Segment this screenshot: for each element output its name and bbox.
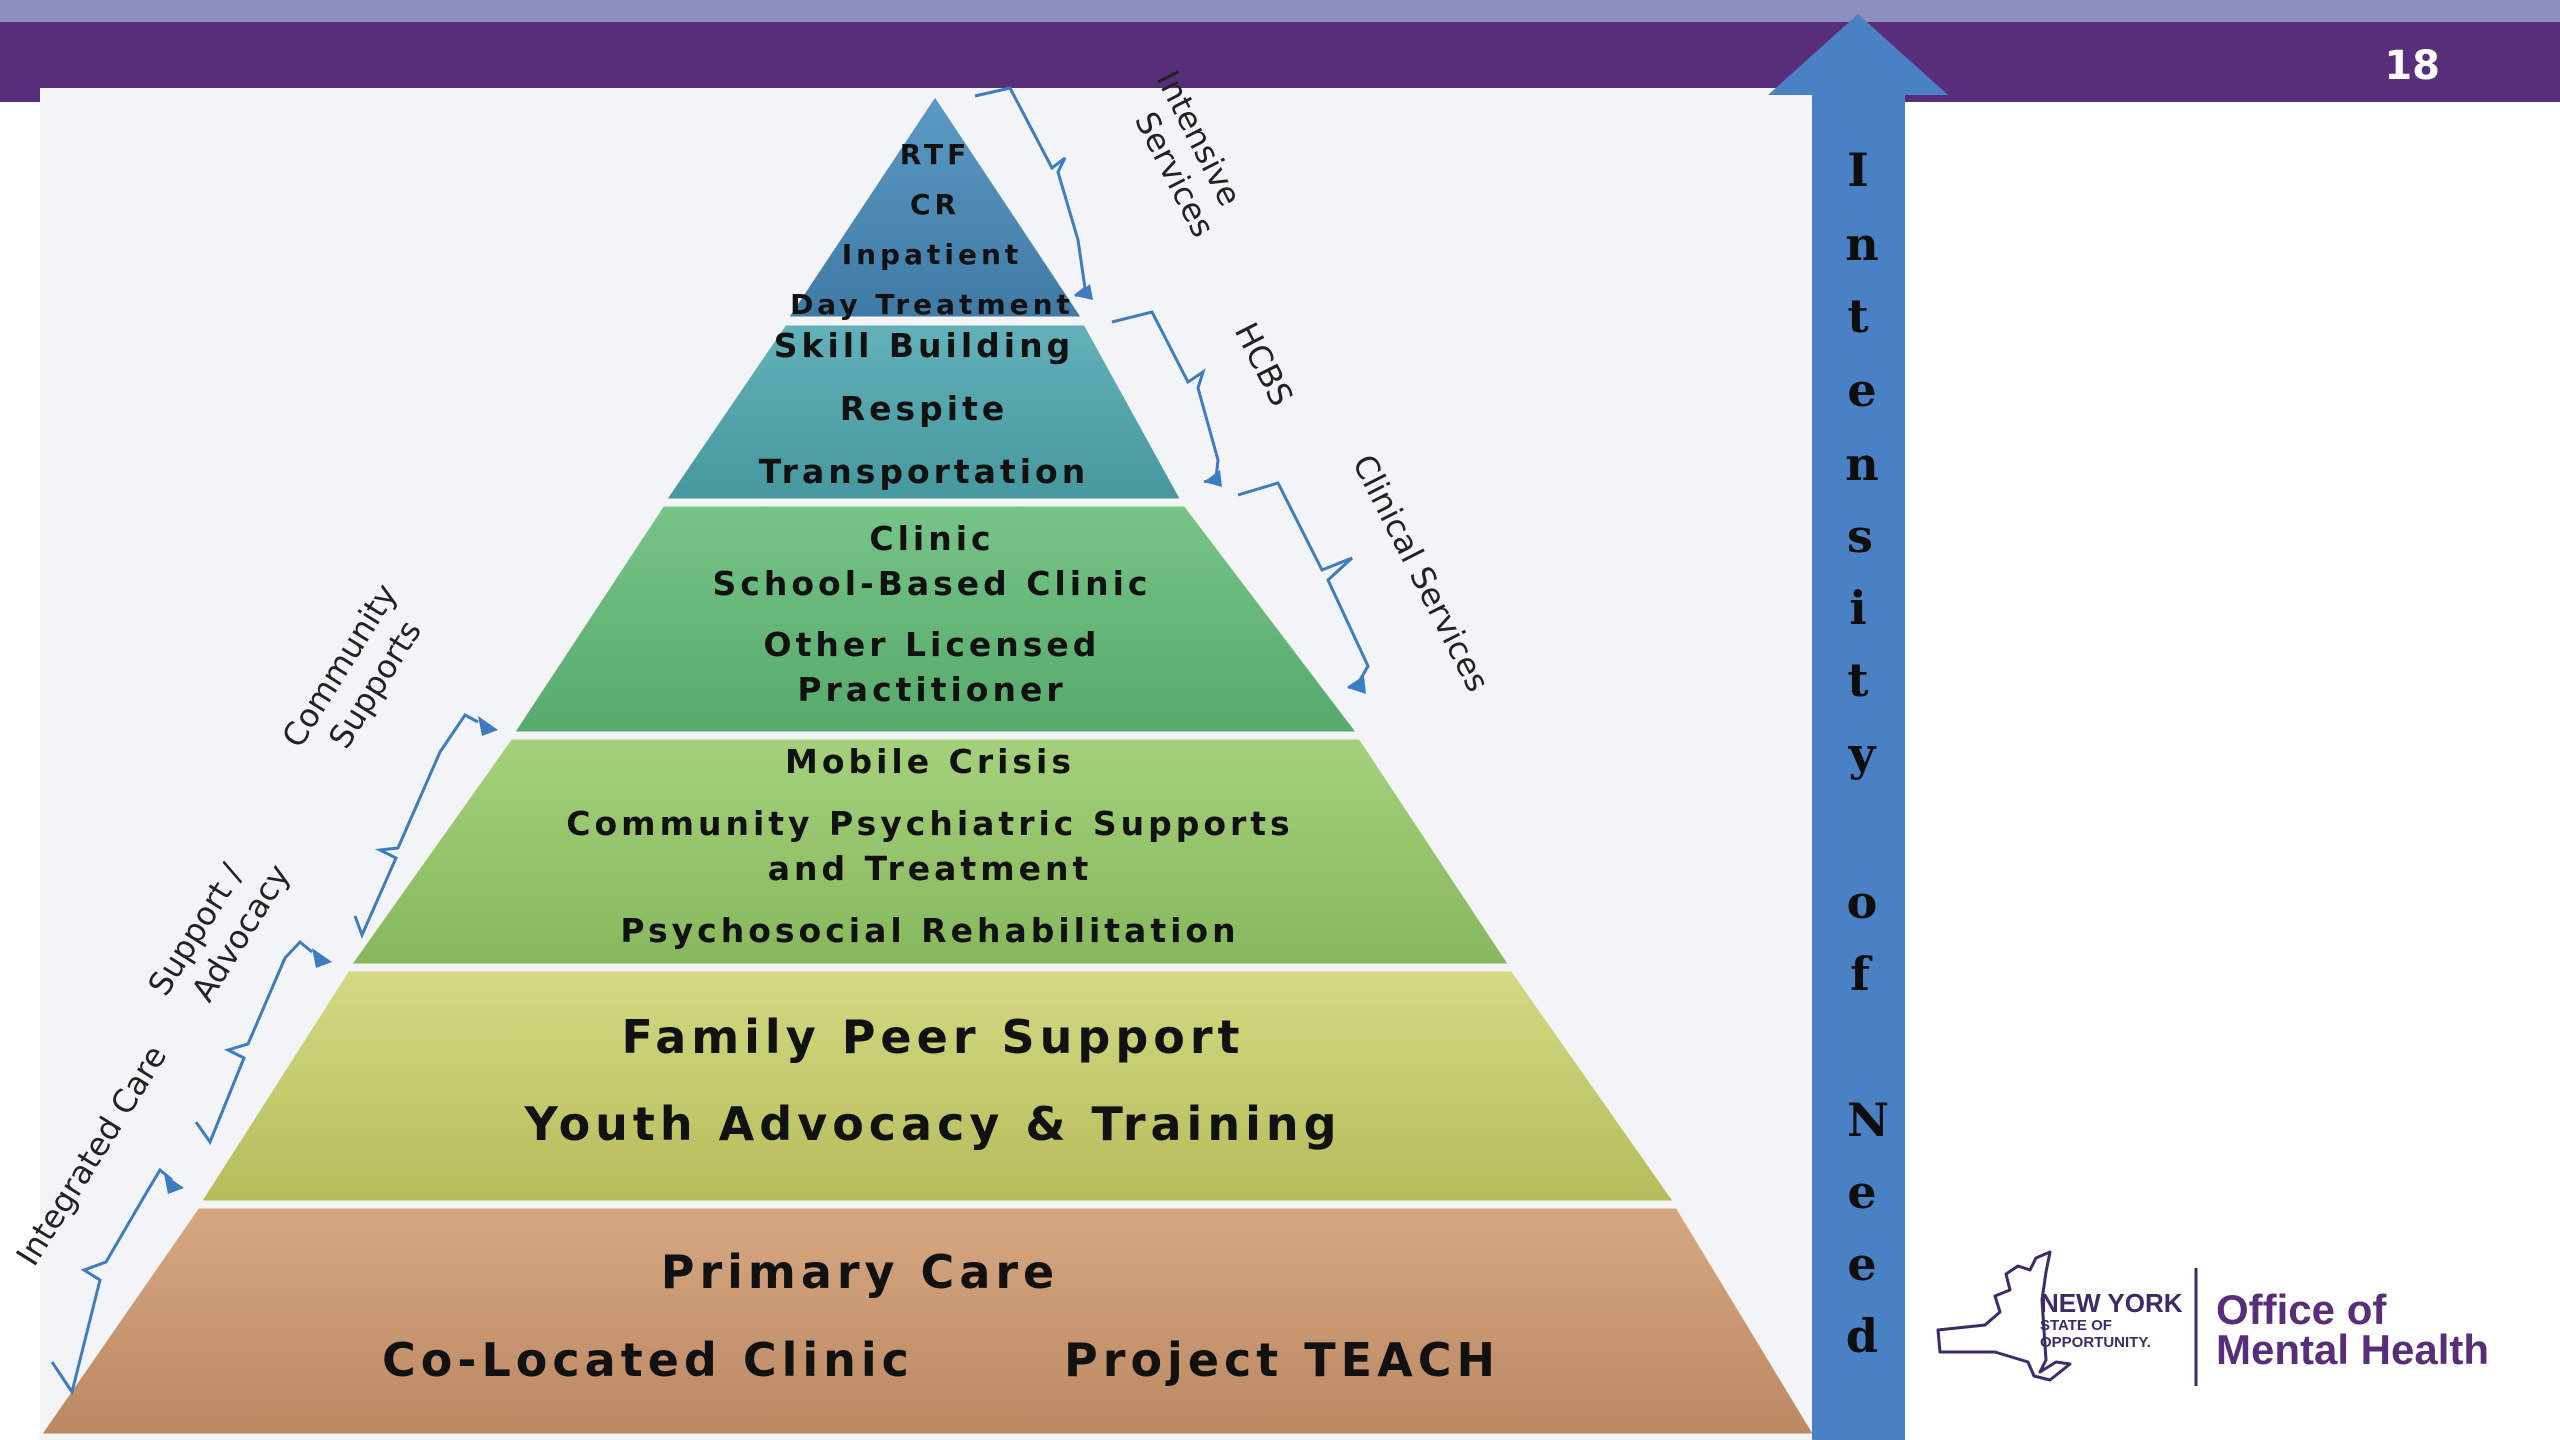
tier-intensive-line: Inpatient (842, 238, 1023, 271)
intensity-arrow-shaft (1768, 14, 1948, 1440)
tier-clinical-line: Clinic (869, 519, 994, 558)
new-york-state-outline-icon (1936, 1250, 2072, 1382)
arrow-letter: N (1847, 1093, 1889, 1147)
tier-clinical-line: Practitioner (797, 670, 1066, 709)
arrow-letter: t (1847, 653, 1869, 707)
tier-primary (37, 1205, 1818, 1437)
arrow-letter: t (1847, 289, 1869, 343)
arrow-letter: i (1849, 581, 1866, 635)
tier-intensive-line: CR (910, 188, 960, 221)
arrow-letter: I (1847, 143, 1869, 197)
left-bracket-arrowheads (164, 716, 498, 1194)
arrowhead (1204, 470, 1222, 487)
tier-primary-line: Project TEACH (1064, 1333, 1500, 1387)
logo-mental-health: Mental Health (2216, 1326, 2489, 1373)
tier-community (347, 736, 1513, 967)
tier-intensive (784, 92, 1086, 320)
arrow-letter: s (1847, 509, 1873, 563)
arrowhead (164, 1174, 184, 1194)
tier-intensive-line: Day Treatment (790, 288, 1074, 321)
arrow-letter: f (1850, 947, 1873, 1001)
bracket-intensive (974, 86, 1087, 298)
logo-office-of: Office of (2216, 1286, 2387, 1333)
right-bracket-arrowheads (1075, 284, 1366, 694)
tier-primary-line: Primary Care (661, 1245, 1060, 1299)
tier-community-line: Community Psychiatric Supports (566, 804, 1293, 843)
page-number: 18 (2384, 43, 2440, 89)
tier-community-line: and Treatment (768, 849, 1093, 888)
tier-support (197, 968, 1678, 1204)
tier-clinical-line: Other Licensed (764, 625, 1101, 664)
tier-hcbs-line: Transportation (759, 452, 1089, 491)
tier-support-line: Youth Advocacy & Training (523, 1097, 1341, 1151)
logo-opportunity: OPPORTUNITY. (2040, 1334, 2151, 1351)
left-brackets (50, 713, 479, 1396)
arrow-letter: n (1845, 217, 1878, 271)
label-integrated-care: Integrated Care (9, 1039, 175, 1273)
arrow-letter: o (1847, 875, 1878, 929)
arrow-letter: e (1847, 1237, 1876, 1291)
intensity-arrow-letters: I n t e n s i t y o f N e e d (1845, 143, 1889, 1363)
tier-community-line: Mobile Crisis (785, 742, 1075, 781)
arrowhead (478, 716, 498, 736)
pyramid-tiers (37, 92, 1818, 1437)
arrow-letter: y (1848, 727, 1877, 781)
label-hcbs: HCBS (1227, 316, 1301, 412)
arrow-letter: e (1847, 1165, 1876, 1219)
tier-intensive-line: RTF (900, 138, 971, 171)
tier-hcbs-line: Respite (840, 389, 1009, 428)
tier-hcbs-line: Skill Building (774, 326, 1074, 365)
omh-logo: NEW YORK STATE OF OPPORTUNITY. Office of… (1936, 1250, 2489, 1386)
tier-clinical (510, 503, 1362, 735)
tier-labels: RTF CR Inpatient Day Treatment Skill Bui… (382, 138, 1500, 1387)
bracket-integrated-care (50, 1167, 173, 1396)
bracket-clinical (1237, 481, 1370, 690)
intensity-arrow (1768, 14, 1948, 1440)
arrow-letter: n (1845, 437, 1878, 491)
bracket-community-supports (353, 713, 479, 939)
label-clinical-services: Clinical Services (1345, 448, 1497, 697)
arrow-letter: d (1846, 1309, 1878, 1363)
tier-primary-line: Co-Located Clinic (382, 1333, 914, 1387)
top-accent-strip (0, 0, 2560, 22)
logo-state-of: STATE OF (2040, 1317, 2112, 1334)
bracket-support-advocacy (194, 939, 313, 1146)
arrowhead (1348, 676, 1366, 694)
tier-support-line: Family Peer Support (621, 1010, 1244, 1064)
arrowhead (1075, 284, 1093, 300)
tier-hcbs (662, 322, 1185, 502)
arrow-letter: e (1847, 363, 1876, 417)
tier-clinical-line: School-Based Clinic (713, 564, 1152, 603)
arrowhead (312, 948, 332, 968)
logo-new-york: NEW YORK (2040, 1288, 2183, 1318)
tier-community-line: Psychosocial Rehabilitation (620, 911, 1239, 950)
